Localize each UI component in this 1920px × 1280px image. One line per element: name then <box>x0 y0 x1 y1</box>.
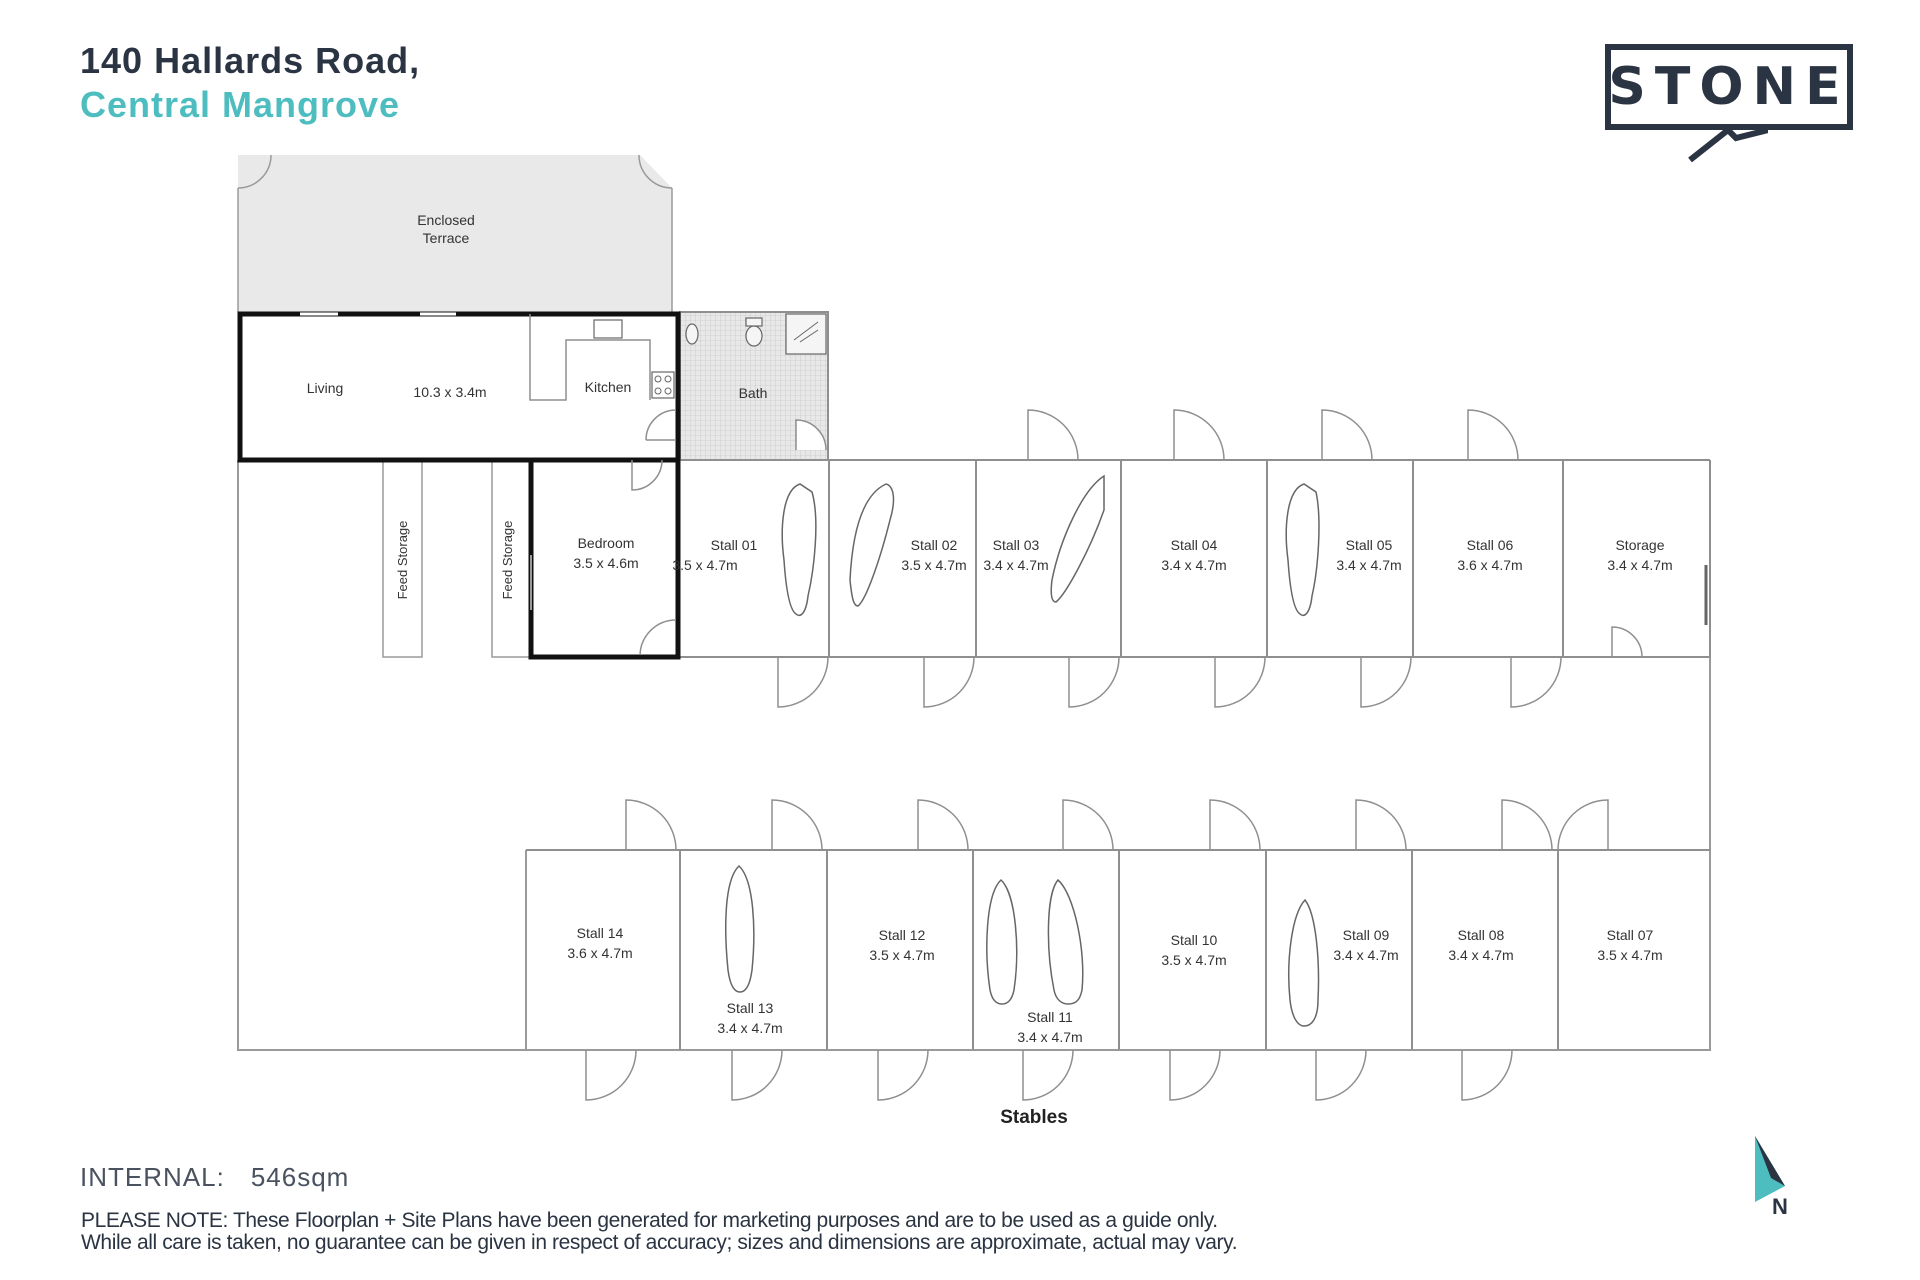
bottom_stalls-dimension-3: 3.5 x 4.7m <box>869 947 934 963</box>
bedroom-label: Bedroom <box>578 535 635 551</box>
bottom_stalls-dimension-8: 3.5 x 4.7m <box>1597 947 1662 963</box>
top-stall-walls <box>680 459 1711 658</box>
bottom_stalls-name-6: Stall 09 <box>1343 927 1390 943</box>
bottom_stalls-name-4: Stall 11 <box>1027 1009 1073 1025</box>
logo-text: STONE <box>1608 57 1850 117</box>
internal-area: INTERNAL: 546sqm <box>80 1162 349 1193</box>
bottom_stalls-name-1: Stall 14 <box>577 925 624 941</box>
bottom_stalls-dimension-6: 3.4 x 4.7m <box>1333 947 1398 963</box>
living-dimension: 10.3 x 3.4m <box>413 384 486 400</box>
disclaimer: PLEASE NOTE: These Floorplan + Site Plan… <box>81 1209 1238 1254</box>
top_stalls-name-3: Stall 03 <box>993 537 1040 553</box>
bottom_stalls-name-5: Stall 10 <box>1171 932 1218 948</box>
enclosed-terrace <box>237 154 673 312</box>
top_stalls-dimension-1: 3.5 x 4.7m <box>672 557 737 573</box>
internal-label: INTERNAL: <box>80 1162 225 1192</box>
floor-plan: Enclosed Terrace Living 10.3 x 3.4m Kitc… <box>237 154 1711 1128</box>
terrace-label-2: Terrace <box>423 230 470 246</box>
address-line-2: Central Mangrove <box>80 84 401 125</box>
bedroom-dimension: 3.5 x 4.6m <box>573 555 638 571</box>
room-labels: Enclosed Terrace Living 10.3 x 3.4m Kitc… <box>307 212 1673 1128</box>
top_stalls-name-7: Storage <box>1615 537 1664 553</box>
bottom_stalls-name-3: Stall 12 <box>879 927 926 943</box>
bedroom <box>528 457 681 660</box>
top-stall-doors <box>777 409 1708 708</box>
top_stalls-dimension-5: 3.4 x 4.7m <box>1336 557 1401 573</box>
bath-label: Bath <box>739 385 768 401</box>
top_stalls-name-1: Stall 01 <box>711 537 758 553</box>
disclaimer-line-2: While all care is taken, no guarantee ca… <box>81 1231 1238 1254</box>
top_stalls-name-4: Stall 04 <box>1171 537 1218 553</box>
bottom_stalls-dimension-2: 3.4 x 4.7m <box>717 1020 782 1036</box>
terrace-label-1: Enclosed <box>417 212 475 228</box>
feed-storage-label-2: Feed Storage <box>500 521 515 600</box>
bottom_stalls-dimension-1: 3.6 x 4.7m <box>567 945 632 961</box>
top_stalls-dimension-2: 3.5 x 4.7m <box>901 557 966 573</box>
living-label: Living <box>307 380 344 396</box>
compass-label: N <box>1772 1194 1788 1219</box>
north-arrow-icon: N <box>1755 1136 1788 1219</box>
bottom_stalls-name-7: Stall 08 <box>1458 927 1505 943</box>
top_stalls-dimension-3: 3.4 x 4.7m <box>983 557 1048 573</box>
bottom_stalls-dimension-7: 3.4 x 4.7m <box>1448 947 1513 963</box>
bath-room <box>679 311 829 461</box>
top_stalls-dimension-4: 3.4 x 4.7m <box>1161 557 1226 573</box>
kitchen-label: Kitchen <box>585 379 632 395</box>
bottom_stalls-name-8: Stall 07 <box>1607 927 1654 943</box>
top_stalls-dimension-6: 3.6 x 4.7m <box>1457 557 1522 573</box>
bottom_stalls-dimension-4: 3.4 x 4.7m <box>1017 1029 1082 1045</box>
top_stalls-dimension-7: 3.4 x 4.7m <box>1607 557 1672 573</box>
logo-tail-icon <box>1688 125 1768 163</box>
horse-icons <box>725 474 1320 1027</box>
bottom_stalls-dimension-5: 3.5 x 4.7m <box>1161 952 1226 968</box>
bottom-stall-walls <box>526 849 1710 1050</box>
bottom_stalls-name-2: Stall 13 <box>727 1000 774 1016</box>
disclaimer-line-1: PLEASE NOTE: These Floorplan + Site Plan… <box>81 1209 1218 1232</box>
feed-storage-label-1: Feed Storage <box>395 521 410 600</box>
top_stalls-name-5: Stall 05 <box>1346 537 1393 553</box>
bottom-stall-doors <box>585 799 1609 1101</box>
internal-value: 546sqm <box>250 1162 350 1192</box>
address-line-1: 140 Hallards Road, <box>80 40 421 81</box>
top_stalls-name-2: Stall 02 <box>911 537 958 553</box>
top_stalls-name-6: Stall 06 <box>1467 537 1514 553</box>
stables-label: Stables <box>1000 1107 1068 1128</box>
